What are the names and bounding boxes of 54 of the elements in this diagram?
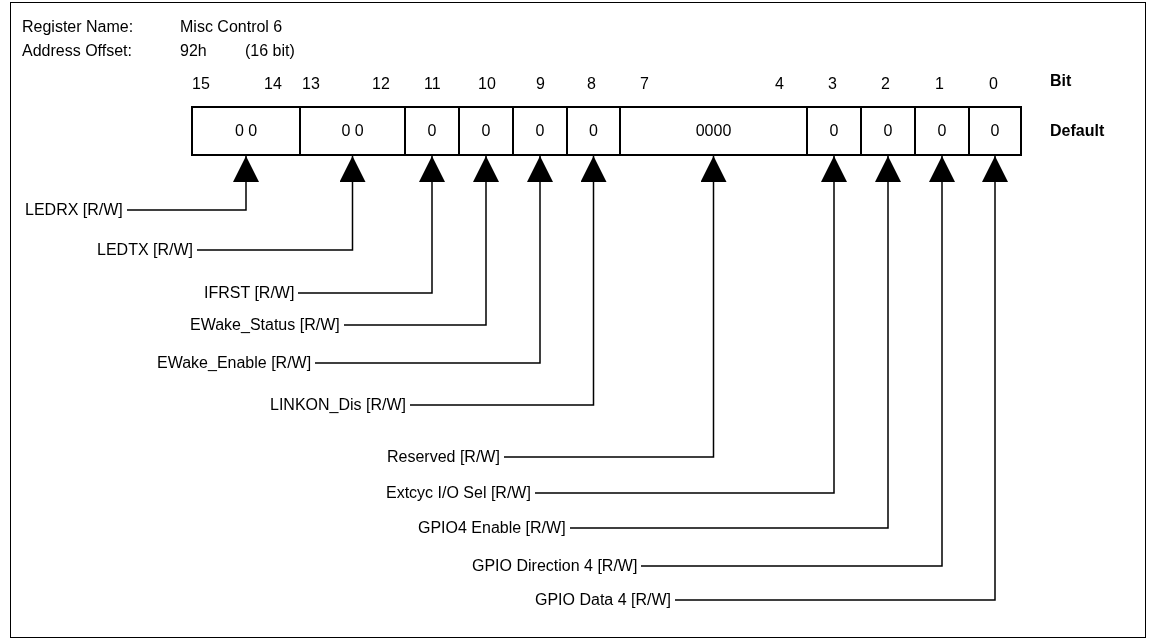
leader-arrow xyxy=(343,155,499,326)
bit-number: 11 xyxy=(424,75,441,93)
bit-field-cell: 0 xyxy=(566,106,621,156)
field-name: EWake_Status [R/W] xyxy=(190,316,340,334)
field-name: EWake_Enable [R/W] xyxy=(157,354,312,372)
row-label: Bit xyxy=(1050,72,1072,90)
bit-number: 3 xyxy=(828,75,837,93)
bit-field-cell: 0 xyxy=(404,106,460,156)
row-label: Default xyxy=(1050,122,1105,140)
bit-number: 7 xyxy=(640,75,649,93)
leader-arrow xyxy=(297,155,445,294)
bit-field-cell: 0 0 xyxy=(191,106,301,156)
header-text: Misc Control 6 xyxy=(180,18,283,36)
bit-field-cell: 0 xyxy=(914,106,970,156)
bit-number: 15 xyxy=(192,75,210,93)
bit-number: 1 xyxy=(935,75,944,93)
bit-number: 10 xyxy=(478,75,496,93)
leader-arrow xyxy=(640,155,955,567)
bit-field-cell: 0 xyxy=(968,106,1022,156)
bit-field-cell: 0 0 xyxy=(299,106,406,156)
bit-number: 13 xyxy=(302,75,320,93)
bit-number: 4 xyxy=(775,75,784,93)
bit-field-cell: 0 xyxy=(860,106,916,156)
bit-number: 8 xyxy=(587,75,596,93)
bit-field-cell: 0 xyxy=(806,106,862,156)
bit-number: 0 xyxy=(989,75,998,93)
bit-field-cell: 0 xyxy=(512,106,568,156)
bit-number: 9 xyxy=(536,75,545,93)
field-name: GPIO Data 4 [R/W] xyxy=(535,591,672,609)
leader-arrow xyxy=(534,155,847,494)
field-name: GPIO Direction 4 [R/W] xyxy=(472,557,638,575)
leader-arrow xyxy=(674,155,1008,601)
leader-arrow xyxy=(409,155,607,406)
bit-field-cell: 0000 xyxy=(619,106,808,156)
leader-arrow xyxy=(569,155,901,529)
leader-arrow xyxy=(196,155,366,251)
leader-arrow xyxy=(314,155,553,364)
header-text: 92h xyxy=(180,42,207,60)
bit-number: 14 xyxy=(264,75,282,93)
field-name: Extcyc I/O Sel [R/W] xyxy=(386,484,531,502)
bit-number: 12 xyxy=(372,75,390,93)
field-name: LEDTX [R/W] xyxy=(97,241,193,259)
header-text: Register Name: xyxy=(22,18,134,36)
field-name: GPIO4 Enable [R/W] xyxy=(418,519,566,537)
field-name: LINKON_Dis [R/W] xyxy=(270,396,406,414)
field-name: Reserved [R/W] xyxy=(387,448,500,466)
field-name: LEDRX [R/W] xyxy=(25,201,123,219)
leader-arrow xyxy=(503,155,727,458)
field-name: IFRST [R/W] xyxy=(204,284,295,302)
bit-field-cell: 0 xyxy=(458,106,514,156)
header-text: (16 bit) xyxy=(245,42,295,60)
header-text: Address Offset: xyxy=(22,42,132,60)
leader-arrow xyxy=(126,155,259,211)
bit-number: 2 xyxy=(881,75,890,93)
